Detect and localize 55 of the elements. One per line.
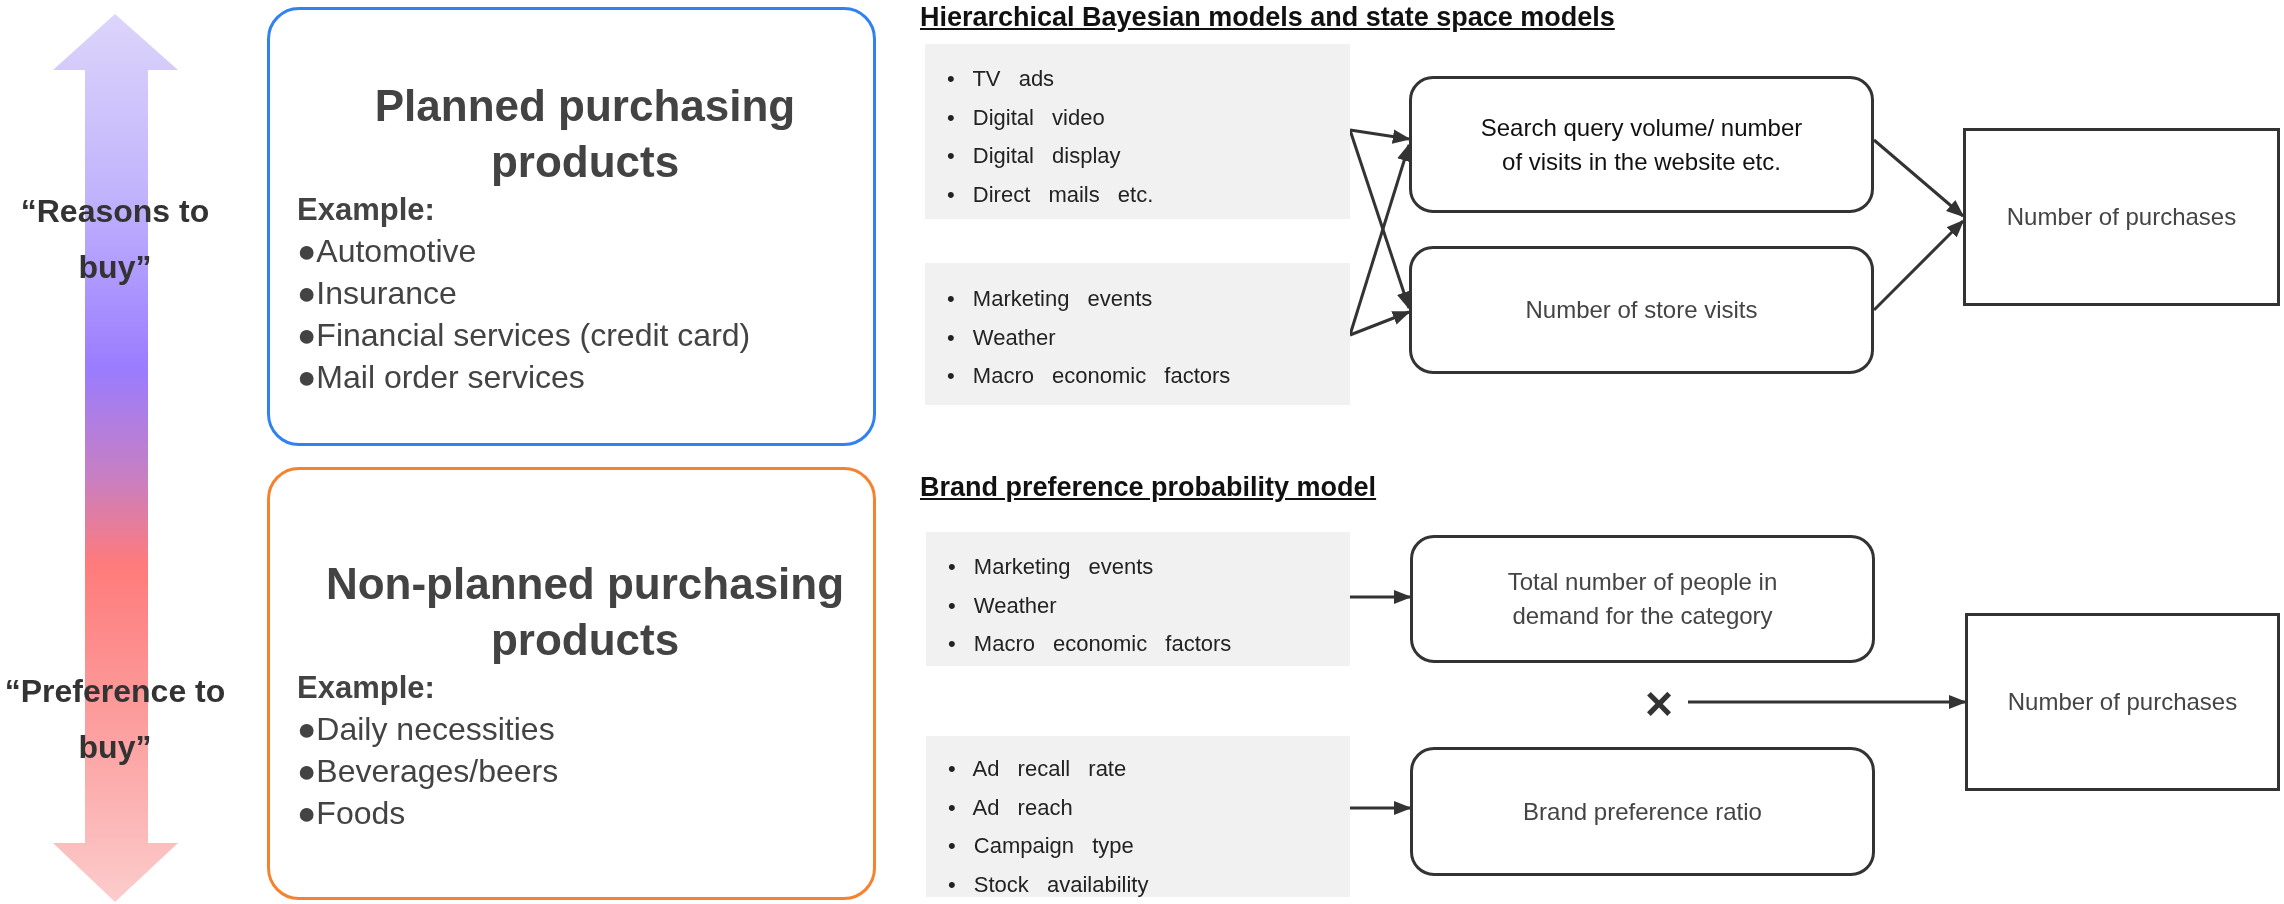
list-item: • Digital video bbox=[946, 103, 1106, 132]
list-item: • Ad recall rate bbox=[947, 755, 1128, 783]
example-label: Example: bbox=[297, 191, 436, 229]
arrow bbox=[1688, 694, 1967, 710]
result-box bbox=[1965, 613, 2280, 791]
list-item: ●Daily necessities bbox=[297, 710, 556, 749]
card-heading: Non-planned purchasing products bbox=[324, 558, 846, 666]
category-card bbox=[267, 467, 876, 900]
arrow bbox=[1872, 219, 1965, 312]
box-label: Number of purchases bbox=[2007, 688, 2238, 716]
box-label: Brand preference ratio bbox=[1523, 796, 1762, 827]
section-title: Hierarchical Bayesian models and state space models bbox=[920, 2, 1615, 33]
list-item: • Ad reach bbox=[947, 793, 1074, 822]
process-box bbox=[1410, 747, 1875, 876]
box-label: Total number of people in demand for the category bbox=[1506, 567, 1779, 631]
process-box bbox=[1409, 246, 1874, 374]
list-item: ●Foods bbox=[297, 794, 407, 833]
factor-list-panel bbox=[925, 44, 1350, 219]
list-item: • Stock availability bbox=[947, 870, 1150, 899]
process-box bbox=[1410, 535, 1875, 663]
list-item: • Weather bbox=[946, 323, 1057, 352]
list-item: ●Beverages/beers bbox=[297, 752, 560, 791]
axis-label: “Reasons to buy” bbox=[19, 192, 211, 287]
list-item: • Marketing events bbox=[946, 285, 1154, 313]
arrow bbox=[1350, 589, 1412, 605]
factor-list-panel bbox=[925, 263, 1350, 405]
arrow bbox=[1349, 128, 1411, 144]
list-item: ●Automotive bbox=[297, 232, 478, 271]
list-item: ●Insurance bbox=[297, 274, 458, 313]
list-item: • Weather bbox=[947, 591, 1058, 620]
list-item: ●Mail order services bbox=[297, 358, 586, 397]
factor-list-panel bbox=[926, 736, 1350, 897]
list-item: • Marketing events bbox=[947, 553, 1155, 581]
box-label: Search query volume/ number of visits in the website etc. bbox=[1479, 112, 1804, 177]
factor-list-panel bbox=[926, 532, 1350, 666]
arrow bbox=[1350, 800, 1412, 816]
section-title: Brand preference probability model bbox=[920, 472, 1377, 503]
result-box bbox=[1963, 128, 2280, 306]
arrow bbox=[1349, 310, 1411, 337]
list-item: • Macro economic factors bbox=[946, 362, 1232, 391]
list-item: • TV ads bbox=[946, 65, 1056, 93]
list-item: • Digital display bbox=[946, 142, 1122, 171]
example-label: Example: bbox=[297, 669, 436, 707]
category-card bbox=[267, 7, 876, 446]
list-item: • Macro economic factors bbox=[947, 630, 1233, 659]
axis-label: “Preference to buy” bbox=[3, 672, 227, 767]
card-heading: Planned purchasing products bbox=[373, 80, 797, 188]
box-label: Number of store visits bbox=[1525, 295, 1758, 325]
list-item: • Campaign type bbox=[947, 832, 1135, 861]
list-item: • Direct mails etc. bbox=[946, 180, 1155, 209]
box-label: Number of purchases bbox=[2006, 203, 2237, 231]
multiply-symbol: × bbox=[1645, 675, 1673, 731]
list-item: ●Financial services (credit card) bbox=[297, 316, 752, 355]
process-box bbox=[1409, 76, 1874, 213]
arrow bbox=[1873, 138, 1965, 218]
